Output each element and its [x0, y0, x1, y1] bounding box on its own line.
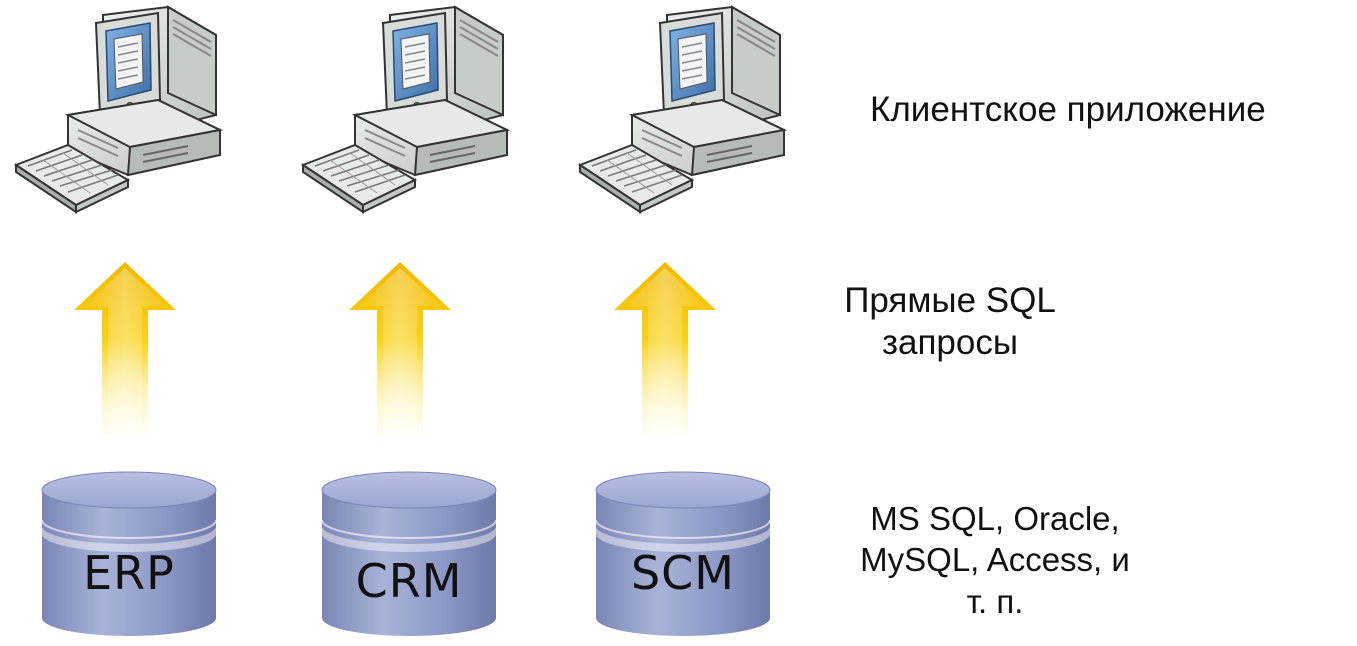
- arrow-up-icon: [610, 262, 720, 437]
- desktop-computer-icon: [572, 5, 792, 220]
- client-app-label: Клиентское приложение: [870, 90, 1266, 129]
- db-types-line3: т. п.: [966, 582, 1024, 620]
- db-types-line1: MS SQL, Oracle,: [870, 500, 1120, 537]
- database-erp: ERP: [38, 468, 220, 638]
- sql-label-line2: запросы: [881, 323, 1019, 362]
- desktop-computer-icon: [295, 5, 515, 220]
- database-label: SCM: [630, 546, 735, 600]
- arrow-up-icon: [70, 262, 180, 437]
- database-scm: SCM: [592, 468, 774, 638]
- direct-sql-queries-label: Прямые SQL запросы: [800, 280, 1100, 364]
- sql-label-line1: Прямые SQL: [844, 281, 1056, 320]
- db-types-line2: MySQL, Access, и: [860, 541, 1130, 579]
- database-cylinder-icon: [318, 468, 500, 638]
- database-crm: CRM: [318, 468, 500, 638]
- database-label: ERP: [83, 546, 175, 600]
- arrow-up-icon: [345, 262, 455, 437]
- desktop-computer-icon: [8, 5, 228, 220]
- database-label: CRM: [355, 554, 463, 608]
- database-types-label: MS SQL, Oracle, MySQL, Access, и т. п.: [815, 498, 1175, 622]
